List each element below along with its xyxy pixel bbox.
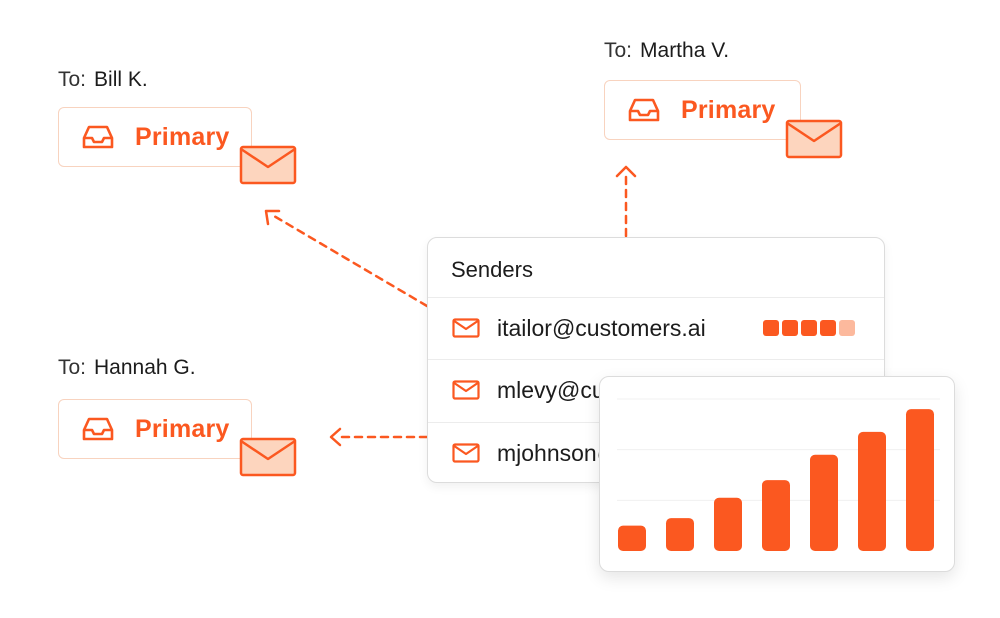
mail-icon [452, 380, 480, 400]
arrow-left-icon [329, 427, 342, 447]
bar [666, 518, 694, 551]
bar-chart [617, 398, 940, 551]
bar [762, 480, 790, 551]
to-prefix: To: [604, 39, 633, 62]
sender-score [763, 320, 855, 336]
to-line: To: Bill K. [58, 68, 148, 92]
connector-to-bill [272, 214, 429, 308]
inbox-icon [82, 125, 114, 149]
recipient-name: Bill K. [94, 68, 148, 91]
primary-folder-box: Primary [58, 399, 252, 459]
envelope-icon [239, 437, 297, 477]
to-prefix: To: [58, 356, 87, 379]
primary-label: Primary [135, 122, 230, 151]
primary-label: Primary [135, 414, 230, 443]
to-line: To: Martha V. [604, 39, 729, 63]
bar [906, 409, 934, 551]
mail-icon [452, 443, 480, 463]
primary-label: Primary [681, 95, 776, 124]
primary-folder-box: Primary [58, 107, 252, 167]
envelope-icon [785, 119, 843, 159]
recipient-name: Martha V. [640, 39, 730, 62]
score-dot [801, 320, 817, 336]
to-prefix: To: [58, 68, 87, 91]
primary-folder-box: Primary [604, 80, 801, 140]
recipient-name: Hannah G. [94, 356, 196, 379]
inbox-icon [82, 417, 114, 441]
recipient-bill: To: Bill K. [58, 68, 148, 92]
panel-title: Senders [451, 257, 533, 282]
score-dot [839, 320, 855, 336]
mail-icon [452, 318, 480, 338]
bar [810, 454, 838, 551]
envelope-icon [239, 145, 297, 185]
bar [618, 525, 646, 551]
arrow-up-icon [615, 165, 637, 178]
sender-row[interactable]: itailor@customers.ai [428, 297, 884, 358]
bar-chart-card [599, 376, 955, 572]
score-dot [782, 320, 798, 336]
bar [858, 431, 886, 551]
recipient-hannah: To: Hannah G. [58, 356, 196, 380]
bar [714, 497, 742, 551]
score-dot [820, 320, 836, 336]
arrow-upleft-icon [264, 209, 281, 226]
to-line: To: Hannah G. [58, 356, 196, 380]
score-dot [763, 320, 779, 336]
recipient-martha: To: Martha V. [604, 39, 729, 63]
sender-email: itailor@customers.ai [497, 314, 706, 341]
inbox-icon [628, 98, 660, 122]
